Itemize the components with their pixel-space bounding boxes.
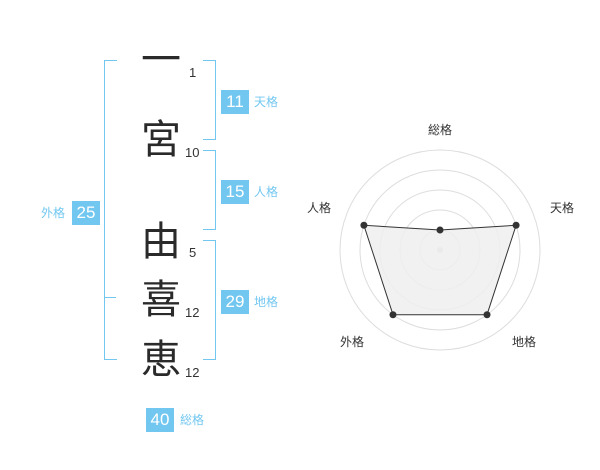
name-char-1: 一: [141, 37, 181, 83]
name-char-5: 恵: [141, 337, 181, 383]
name-char-3: 由: [141, 219, 181, 265]
stroke-count-5: 12: [185, 365, 200, 380]
radar-point-3: [389, 311, 397, 319]
radar-axis-label-soukaku: 総格: [428, 123, 453, 137]
gaikaku-value: 25: [72, 201, 100, 225]
radar-point-2: [483, 311, 491, 319]
jinkaku-label: 人格: [254, 185, 279, 199]
chikaku-bracket: [203, 240, 216, 360]
radar-chart: [339, 149, 541, 351]
chikaku-value: 29: [221, 290, 249, 314]
jinkaku-value: 15: [221, 180, 249, 204]
radar-point-1: [512, 221, 520, 229]
radar-axis-label-jinkaku: 人格: [307, 201, 332, 215]
stroke-count-3: 5: [189, 245, 197, 260]
name-char-4: 喜: [141, 277, 181, 323]
tenkaku-bracket: [203, 60, 216, 140]
tenkaku-label: 天格: [254, 95, 279, 109]
radar-axis-label-chikaku: 地格: [512, 335, 537, 349]
radar-axis-label-gaikaku: 外格: [340, 335, 365, 349]
radar-point-4: [360, 221, 368, 229]
gaikaku-bracket-tick: [104, 297, 116, 298]
radar-axis-label-tenkaku: 天格: [550, 201, 575, 215]
soukaku-value: 40: [146, 408, 174, 432]
radar-point-0: [436, 226, 444, 234]
stroke-count-4: 12: [185, 305, 200, 320]
radar-series-polygon: [363, 224, 517, 316]
stroke-count-2: 10: [185, 145, 200, 160]
gaikaku-bracket: [104, 60, 117, 360]
radar-grid-ring: [339, 149, 541, 351]
jinkaku-bracket: [203, 150, 216, 230]
radar-grid-ring: [359, 169, 521, 331]
soukaku-label: 総格: [180, 413, 205, 427]
tenkaku-value: 11: [221, 90, 249, 114]
radar-area: [360, 221, 520, 319]
name-char-2: 宮: [141, 117, 181, 163]
gaikaku-label: 外格: [41, 206, 66, 220]
stroke-count-1: 1: [189, 65, 197, 80]
chikaku-label: 地格: [254, 295, 279, 309]
